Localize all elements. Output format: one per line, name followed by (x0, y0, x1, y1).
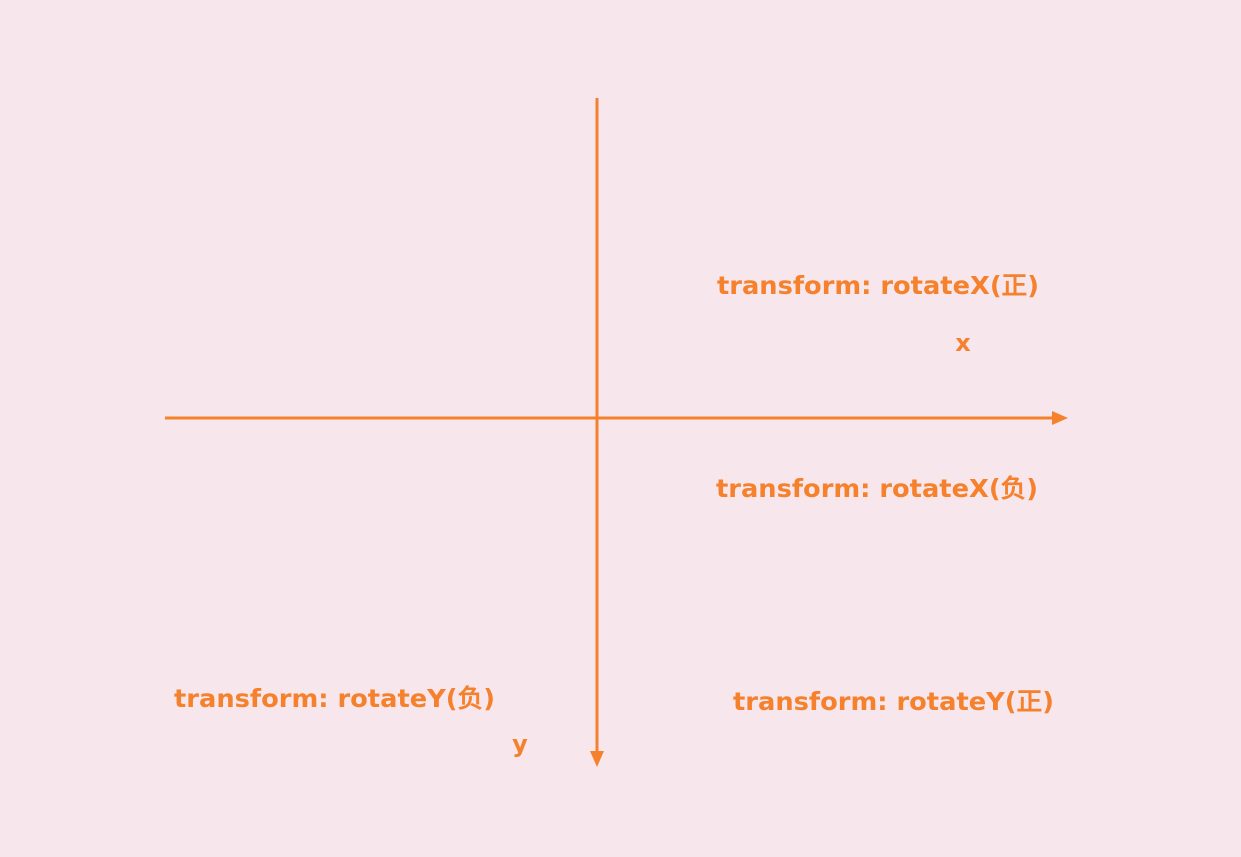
label-rotatey-positive: transform: rotateY(正) (733, 687, 1054, 716)
label-rotatey-negative: transform: rotateY(负) (174, 684, 495, 713)
label-rotatex-negative: transform: rotateX(负) (716, 474, 1038, 503)
x-axis-label: x (955, 329, 971, 357)
y-axis-arrowhead (590, 751, 604, 767)
label-rotatex-positive: transform: rotateX(正) (717, 271, 1039, 300)
x-axis-arrowhead (1052, 411, 1068, 425)
y-axis-label: y (512, 730, 528, 758)
